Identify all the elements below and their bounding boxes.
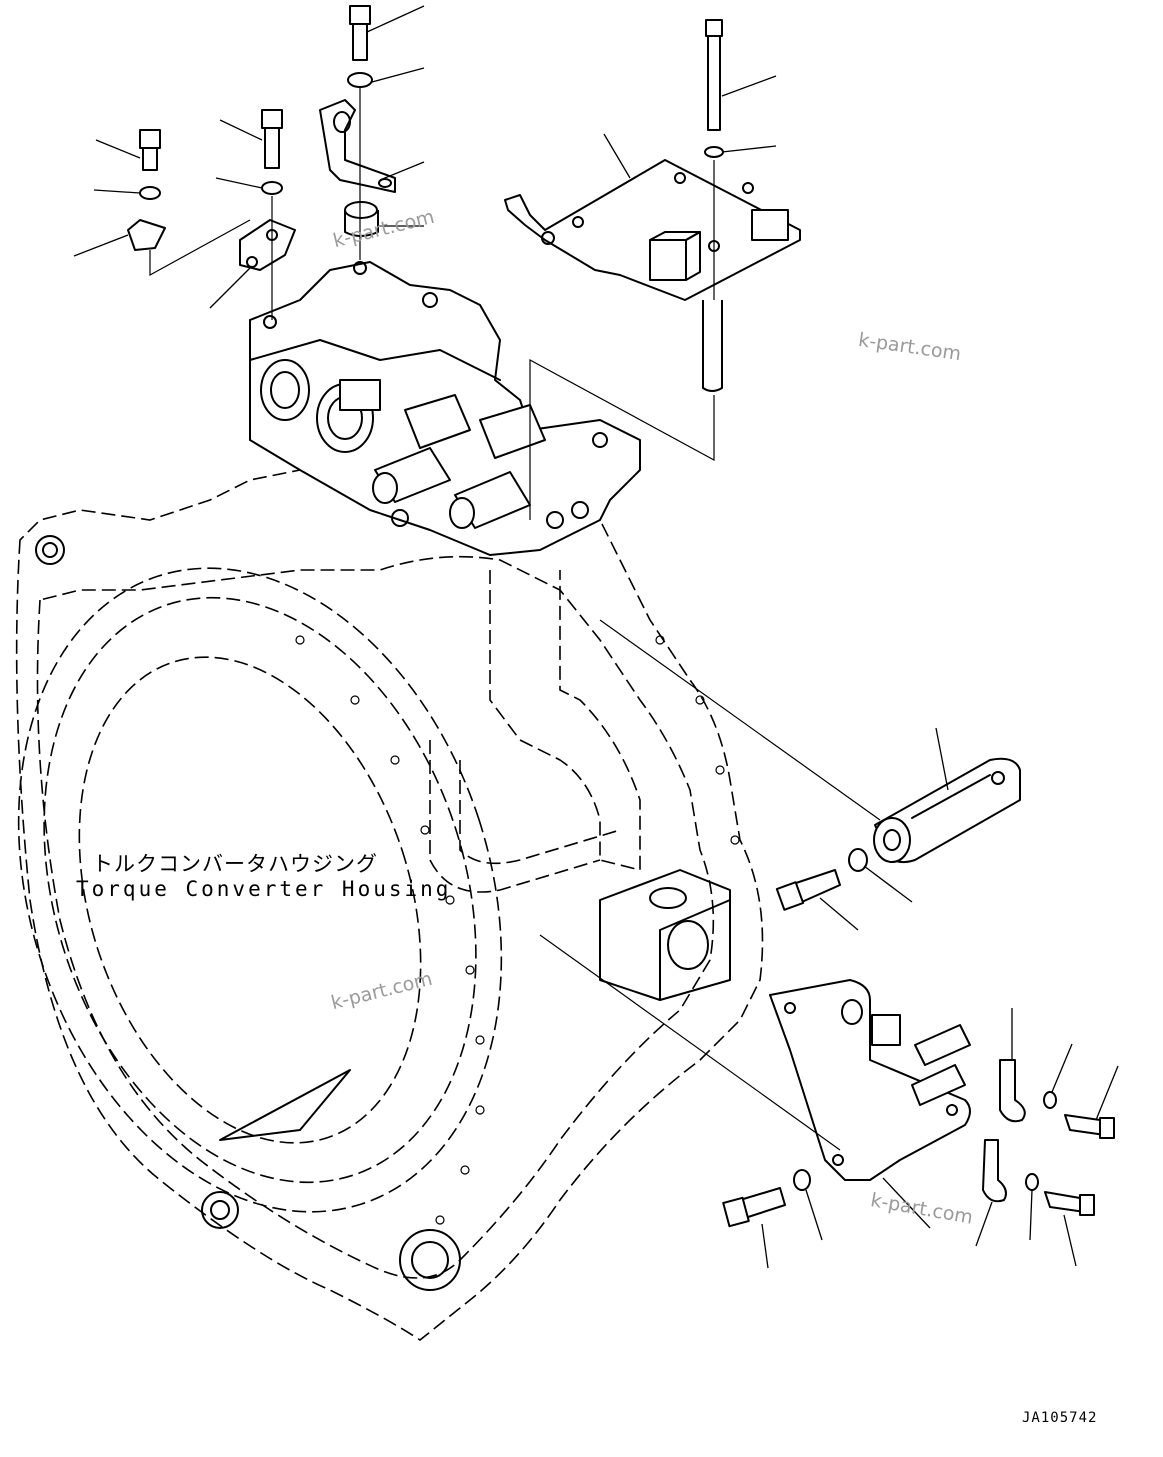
- housing-caption-japanese: トルクコンバータハウジング: [92, 852, 378, 876]
- left-clamp-set: [127, 109, 296, 320]
- housing-caption-english: Torque Converter Housing: [76, 877, 452, 901]
- drawing-code: JA105742: [1022, 1410, 1098, 1426]
- support-arm: [599, 619, 1021, 911]
- torque-converter-housing: [15, 459, 764, 1341]
- control-valve-assembly: [249, 261, 641, 556]
- mounting-plate: [504, 19, 801, 520]
- clip-and-spacer-set: [319, 5, 396, 260]
- lower-bracket: [539, 934, 1115, 1228]
- leader-lines: [73, 5, 1119, 1269]
